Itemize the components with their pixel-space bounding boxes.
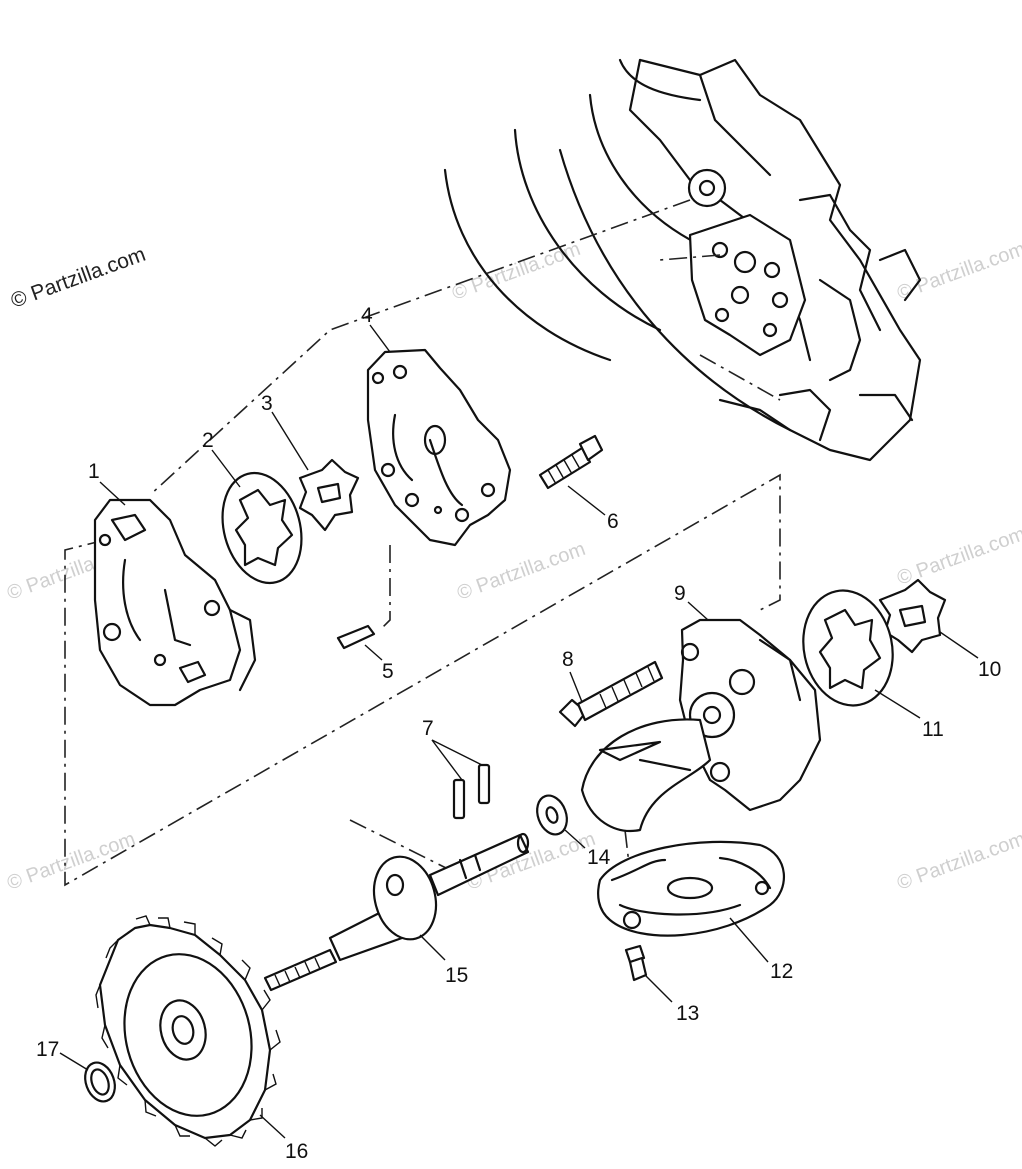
callout-14: 14	[587, 846, 611, 869]
leader-lines	[59, 324, 979, 1139]
screw-part-13	[624, 944, 648, 982]
callout-3: 3	[261, 392, 273, 415]
crankcase-housing	[443, 58, 922, 462]
callout-13: 13	[676, 1002, 699, 1025]
callout-9: 9	[674, 582, 686, 605]
watermark-text: © Partzilla.com	[894, 238, 1022, 305]
pin-part-5	[336, 624, 376, 650]
inner-rotor-part-3	[298, 458, 360, 532]
callout-5: 5	[382, 660, 394, 683]
callout-17: 17	[36, 1038, 59, 1061]
pump-plate-part-4	[366, 348, 512, 547]
callout-4: 4	[361, 304, 373, 327]
pump-cover-part-9	[678, 618, 822, 812]
callout-7: 7	[422, 717, 434, 740]
callout-6: 6	[607, 510, 619, 533]
watermark-text: © Partzilla.com	[4, 828, 138, 895]
pins-part-7	[452, 763, 491, 820]
callout-15: 15	[445, 964, 468, 987]
pump-body-part-1	[93, 498, 257, 707]
callout-1: 1	[88, 460, 100, 483]
shaft-part-15	[263, 832, 530, 992]
callout-8: 8	[562, 648, 574, 671]
ring-part-17	[84, 1061, 116, 1103]
bolt-part-8	[558, 660, 664, 728]
callout-2: 2	[202, 429, 214, 452]
watermark-text: © Partzilla.com	[894, 523, 1022, 590]
watermark-text: © Partzilla.com	[894, 828, 1022, 895]
callout-10: 10	[978, 658, 1001, 681]
bolt-part-6	[538, 434, 604, 490]
watermark-text: © Partzilla.com	[454, 538, 588, 605]
callout-16: 16	[285, 1140, 308, 1163]
callout-12: 12	[770, 960, 793, 983]
screen-plate-part-12	[597, 840, 785, 937]
outer-rotor-part-2	[221, 471, 303, 585]
watermark-primary: © Partzilla.com	[8, 243, 149, 313]
intake-scoop	[580, 718, 712, 833]
callout-numbers: 1 2 3 4 5 6 7 8 9 10 11 12 13 14 15 16 1…	[36, 304, 1001, 1163]
callout-11: 11	[922, 718, 944, 741]
washer-part-14	[536, 794, 568, 836]
gear-part-16	[95, 915, 281, 1147]
outer-rotor-part-11	[802, 589, 894, 707]
